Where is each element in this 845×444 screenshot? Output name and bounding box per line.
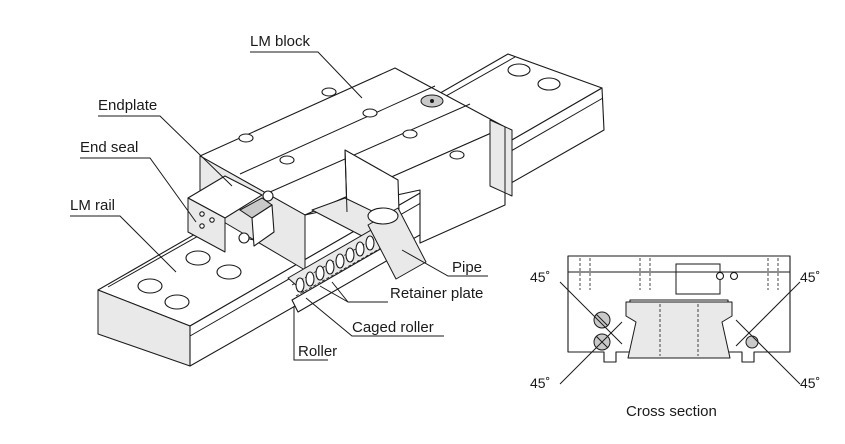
lm-block-shape <box>199 67 513 271</box>
cross-section-block <box>567 255 791 363</box>
assembly-drawing: LM block Endplate End seal LM rail Pipe … <box>70 33 605 367</box>
pipe-shape <box>367 207 427 280</box>
angle-label-top-left: 45˚ <box>530 269 550 285</box>
angle-label-bottom-left: 45˚ <box>530 375 550 391</box>
label-roller: Roller <box>298 343 337 360</box>
rollers <box>295 229 385 293</box>
cross-section-drawing: 45˚ 45˚ 45˚ 45˚ Cross section <box>530 255 820 420</box>
label-cross-section: Cross section <box>626 403 717 420</box>
label-pipe: Pipe <box>452 259 482 276</box>
label-retainer-plate: Retainer plate <box>390 285 483 302</box>
label-lm-block: LM block <box>250 33 311 50</box>
endplate-shape <box>187 175 263 253</box>
cross-section-rail <box>625 301 733 359</box>
angle-label-bottom-right: 45˚ <box>800 375 820 391</box>
label-lm-rail: LM rail <box>70 197 115 214</box>
label-endplate: Endplate <box>98 97 157 114</box>
label-end-seal: End seal <box>80 139 138 156</box>
angle-label-top-right: 45˚ <box>800 269 820 285</box>
end-seal-shape <box>238 190 275 247</box>
leader-lines <box>70 51 488 361</box>
label-caged-roller: Caged roller <box>352 319 434 336</box>
